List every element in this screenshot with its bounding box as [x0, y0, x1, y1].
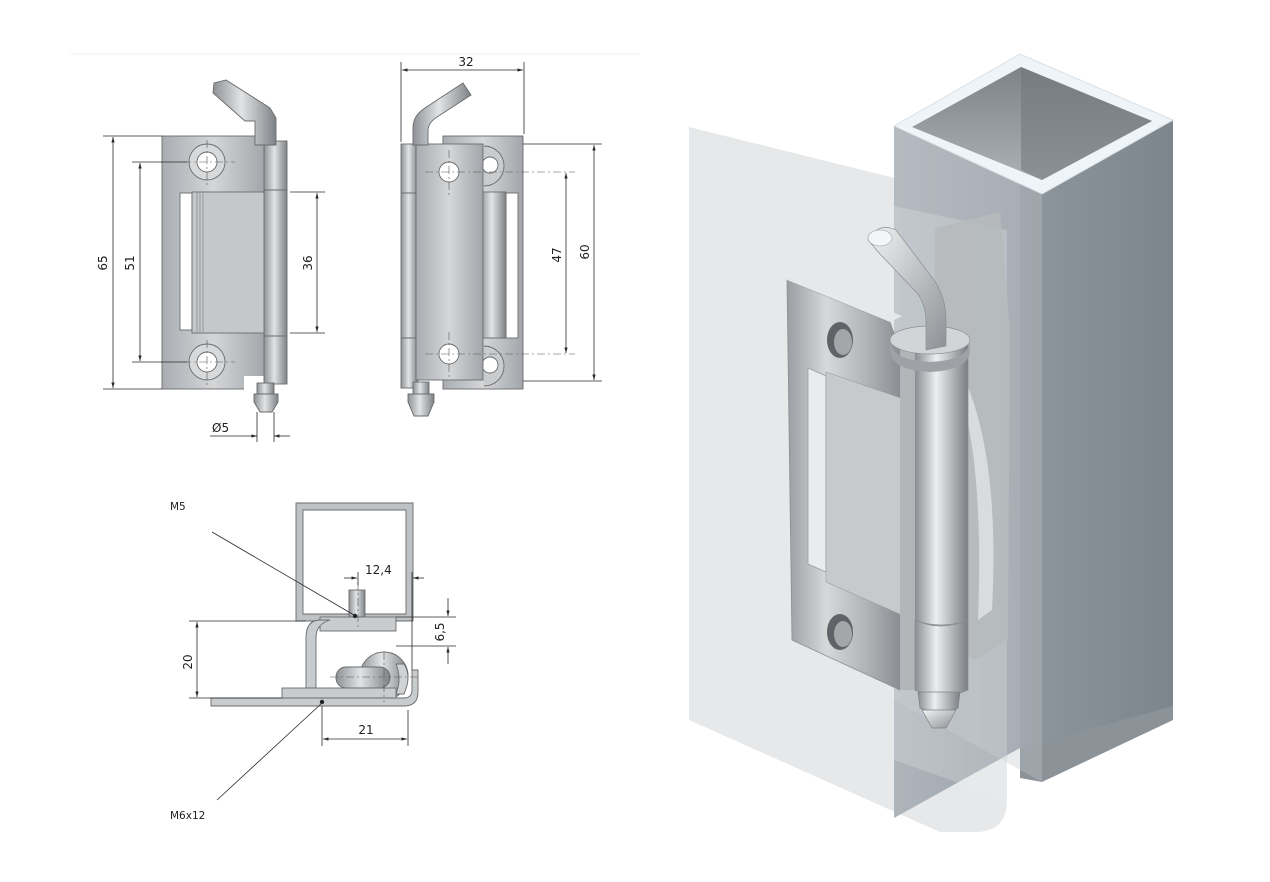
isometric-render — [689, 53, 1175, 832]
dim-front-height-label: 65 — [96, 255, 110, 270]
callout-m6-leader — [216, 702, 323, 801]
side-knuckle — [400, 143, 419, 389]
side-pin-handle — [412, 82, 472, 146]
section-door-panel — [210, 669, 419, 707]
dim-front-window-label: 36 — [301, 255, 315, 270]
top-section-view: 20 12,4 6,5 21 M5 M6x12 — [170, 501, 456, 822]
section-bolt-m5 — [348, 589, 366, 618]
front-view: 65 51 36 Ø5 — [96, 79, 325, 442]
front-knuckle — [263, 140, 288, 385]
section-square-tube — [295, 502, 414, 622]
section-lower-leaf — [281, 687, 397, 699]
front-pin-handle — [212, 79, 277, 146]
render-pin-handle — [867, 227, 947, 351]
dim-pin-diameter-label: Ø5 — [212, 421, 229, 435]
dim-section-leaf-label: 6,5 — [433, 622, 447, 641]
front-recess-panel — [191, 191, 269, 334]
dim-section-offset-label: 12,4 — [365, 563, 392, 577]
side-front-leaf — [415, 143, 484, 381]
side-view: 32 60 47 — [400, 55, 602, 417]
section-pin — [335, 666, 391, 689]
callout-m6-label: M6x12 — [170, 810, 205, 822]
side-pin-tip — [407, 393, 435, 417]
callout-m5-leader — [211, 531, 355, 616]
front-window-slot — [179, 192, 193, 331]
dim-section-height-label: 20 — [181, 654, 195, 669]
render-pin-tip — [921, 709, 957, 729]
render-barrel — [914, 340, 969, 626]
dim-side-holes-label: 47 — [550, 247, 564, 262]
dim-section-depth-label: 21 — [358, 723, 373, 737]
render-tube-side — [1020, 54, 1173, 778]
dim-side-width-label: 32 — [458, 55, 473, 69]
side-window-slot — [505, 192, 519, 339]
dim-front-holes-label: 51 — [123, 255, 137, 270]
dim-side-height-label: 60 — [578, 244, 592, 259]
front-pin-collar — [256, 382, 275, 395]
front-pin-tip — [253, 393, 279, 413]
callout-m5-label: M5 — [170, 501, 186, 513]
